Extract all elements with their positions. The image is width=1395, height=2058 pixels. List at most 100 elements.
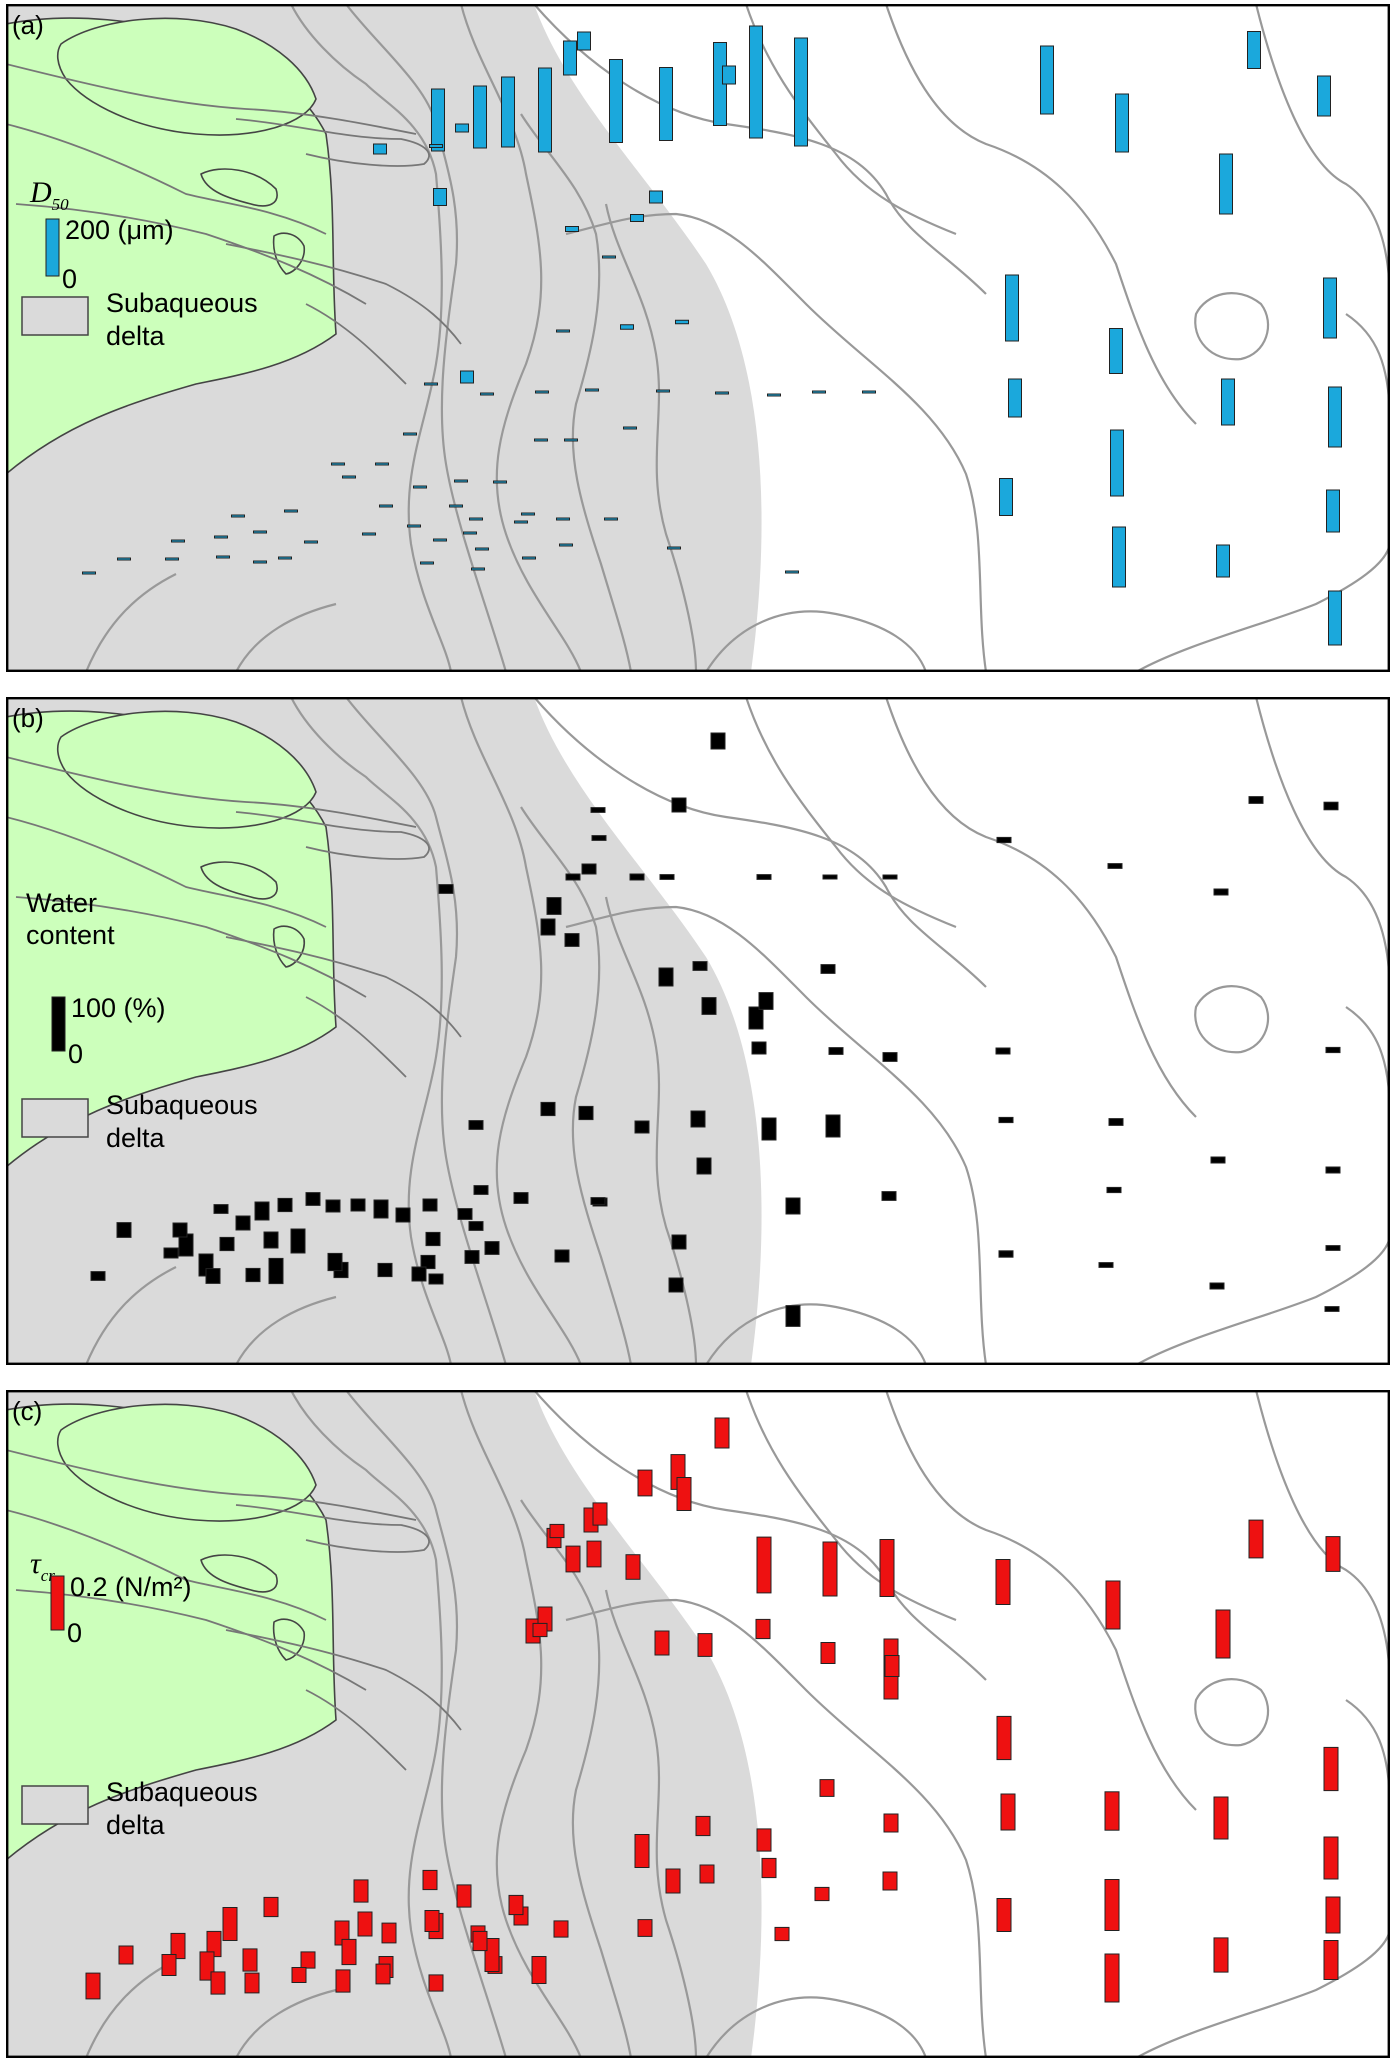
estuary-channel [6, 123, 327, 235]
estuary-channel [235, 811, 430, 860]
estuary-channel [15, 896, 367, 998]
station-bar [254, 1201, 270, 1221]
station-bar [812, 390, 826, 394]
station-bar [884, 1655, 900, 1677]
isobath-contour [345, 1390, 508, 2058]
station-bar [456, 1884, 472, 1908]
isobath-contour [744, 1390, 957, 1622]
isobath-contour [604, 896, 698, 1365]
station-bar [659, 67, 673, 141]
station-bar [656, 389, 670, 393]
station-bar [620, 324, 634, 330]
station-bar [590, 1197, 606, 1205]
station-bar [1210, 1156, 1226, 1164]
station-bar [540, 918, 556, 936]
isobath-contour [884, 4, 1197, 425]
station-bar [756, 1828, 772, 1852]
station-bar [549, 1523, 565, 1539]
legend-scale-bar [45, 218, 60, 277]
station-bar [696, 1157, 712, 1175]
station-bar [563, 40, 577, 76]
station-bar [268, 1257, 284, 1285]
station-bar [998, 1250, 1014, 1258]
isobath-contour [533, 697, 987, 988]
legend-scale-bar [50, 1575, 65, 1631]
legend-scale-min-label: 0 [67, 1618, 82, 1648]
station-bar [253, 560, 267, 564]
station-bar [820, 964, 836, 974]
station-bar [625, 1554, 641, 1580]
estuary-channel [235, 118, 430, 167]
station-bar [350, 1198, 366, 1212]
station-bar [577, 31, 591, 51]
isobath-contour [884, 1390, 1197, 1811]
station-bar [222, 1907, 238, 1941]
station-bar [449, 504, 463, 508]
isobath-contour [1194, 1678, 1270, 1747]
station-bar [879, 1539, 895, 1597]
station-bar [205, 1268, 221, 1284]
station-bar [540, 1101, 556, 1117]
isobath-contour [235, 1295, 337, 1365]
station-bar [883, 1813, 899, 1833]
island [272, 925, 306, 968]
isobath-contour [520, 113, 633, 672]
panel-label: (c) [12, 1396, 42, 1426]
station-bar [675, 319, 689, 325]
station-bar [758, 992, 774, 1010]
legend-delta-label: Subaqueous [106, 288, 258, 318]
station-bar [457, 1208, 473, 1220]
station-bar [1000, 1793, 1016, 1831]
station-bar [774, 1926, 790, 1942]
station-bar [882, 874, 898, 880]
isobath-contour [290, 697, 453, 1365]
station-bar [1104, 1953, 1120, 2003]
station-bar [761, 1117, 777, 1141]
station-bar [471, 567, 485, 571]
isobath-contour [290, 4, 453, 672]
station-bar [1098, 1262, 1114, 1268]
station-bar [263, 1896, 279, 1918]
station-bar [556, 517, 570, 521]
station-bar [531, 1956, 547, 1984]
estuary-channel [6, 756, 417, 828]
station-bar [592, 1502, 608, 1526]
station-bar [654, 1630, 670, 1656]
station-bar [377, 1262, 393, 1278]
station-bar [623, 426, 637, 430]
station-bar [820, 1642, 836, 1664]
station-bar [171, 539, 185, 543]
station-bar [172, 1222, 188, 1238]
station-bar [822, 874, 838, 880]
station-bar [585, 388, 599, 392]
station-bar [210, 1971, 226, 1995]
station-bar [581, 863, 597, 875]
station-bar [403, 432, 417, 436]
station-bar [882, 1052, 898, 1062]
station-bar [535, 390, 549, 394]
legend-scale-max-label: 200 (μm) [65, 215, 174, 245]
isobath-contour [1135, 1236, 1390, 1365]
station-bar [749, 25, 763, 139]
isobath-contour [565, 212, 988, 672]
station-bar [1323, 1940, 1339, 1980]
station-bar [521, 512, 535, 516]
station-bar [748, 1006, 764, 1030]
station-bar [165, 557, 179, 561]
station-bar [235, 1215, 251, 1231]
isobath-contour [520, 806, 633, 1365]
isobath-contour [744, 4, 957, 236]
station-bar [501, 76, 515, 148]
station-bar [996, 836, 1012, 844]
station-bar [1323, 1746, 1339, 1792]
station-bar [1005, 274, 1019, 342]
isobath-contour [604, 1589, 698, 2058]
station-bar [554, 1249, 570, 1263]
station-bar [756, 874, 772, 880]
station-bar [1325, 1166, 1341, 1174]
station-bar [722, 65, 736, 85]
station-bar [277, 1197, 293, 1213]
station-bar [214, 535, 228, 539]
